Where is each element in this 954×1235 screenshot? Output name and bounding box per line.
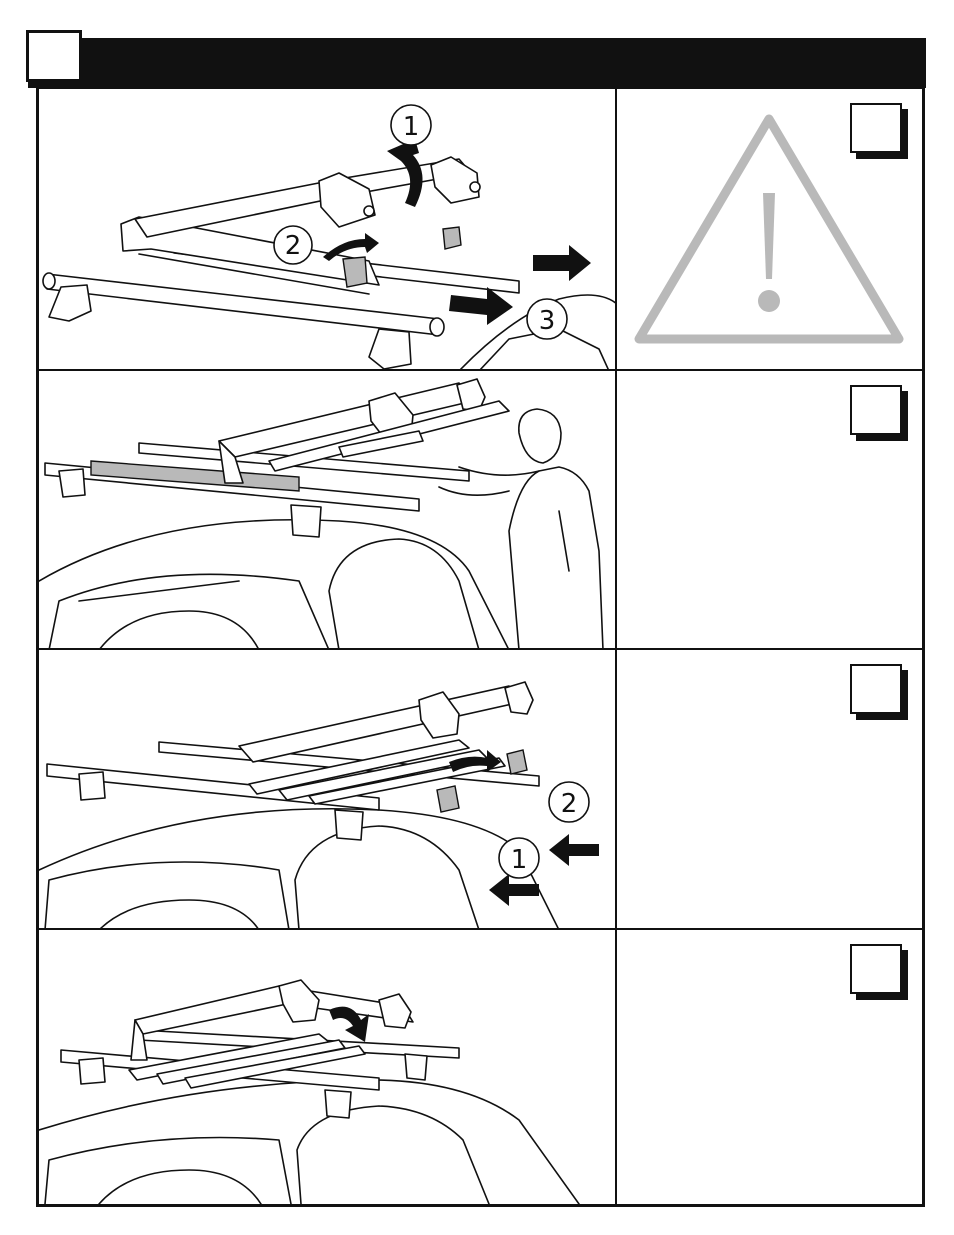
sub-step-box — [850, 664, 908, 720]
side-panel-lock — [617, 930, 922, 1204]
side-panel-remove — [617, 89, 922, 369]
illustration-remove-bars: 1 2 3 — [39, 89, 617, 369]
svg-text:1: 1 — [511, 845, 528, 875]
svg-text:2: 2 — [285, 231, 302, 261]
callout-2: 2 — [549, 782, 589, 822]
step-number-box — [26, 30, 82, 82]
sub-step-box — [850, 103, 908, 159]
step-row-remove: 1 2 3 — [39, 89, 922, 371]
illustration-load-skis — [39, 371, 617, 648]
instruction-sheet: 1 2 3 — [36, 86, 925, 1207]
svg-text:1: 1 — [403, 112, 420, 142]
step-row-load — [39, 371, 922, 650]
side-panel-load — [617, 371, 922, 648]
callout-1: 1 — [391, 105, 431, 145]
side-panel-close — [617, 650, 922, 928]
step-row-lock — [39, 930, 922, 1204]
callout-1: 1 — [499, 838, 539, 878]
sub-step-box — [850, 385, 908, 441]
callout-2: 2 — [274, 226, 312, 264]
svg-text:2: 2 — [561, 789, 578, 819]
callout-3: 3 — [527, 299, 567, 339]
svg-text:3: 3 — [539, 306, 556, 336]
illustration-close-clamps: 2 1 — [39, 650, 617, 928]
step-row-close: 2 1 — [39, 650, 922, 930]
sub-step-box — [850, 944, 908, 1000]
header-bar — [28, 38, 926, 88]
illustration-lock-carrier — [39, 930, 617, 1204]
